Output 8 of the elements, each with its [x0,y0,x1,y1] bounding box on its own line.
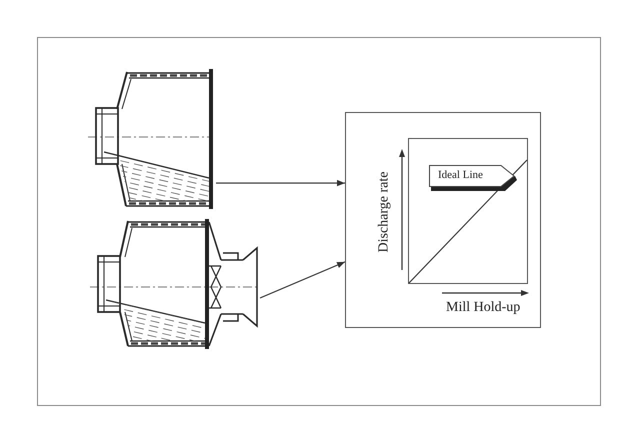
callout-text: Ideal Line [438,168,483,183]
chart-panel [345,112,541,328]
arrow [260,261,346,299]
axis-title: Mill Hold-up [446,299,520,316]
arrow [216,180,345,186]
mill-drawing [90,216,260,350]
mill-drawing [86,68,216,210]
axis-title: Discharge rate [376,172,392,252]
